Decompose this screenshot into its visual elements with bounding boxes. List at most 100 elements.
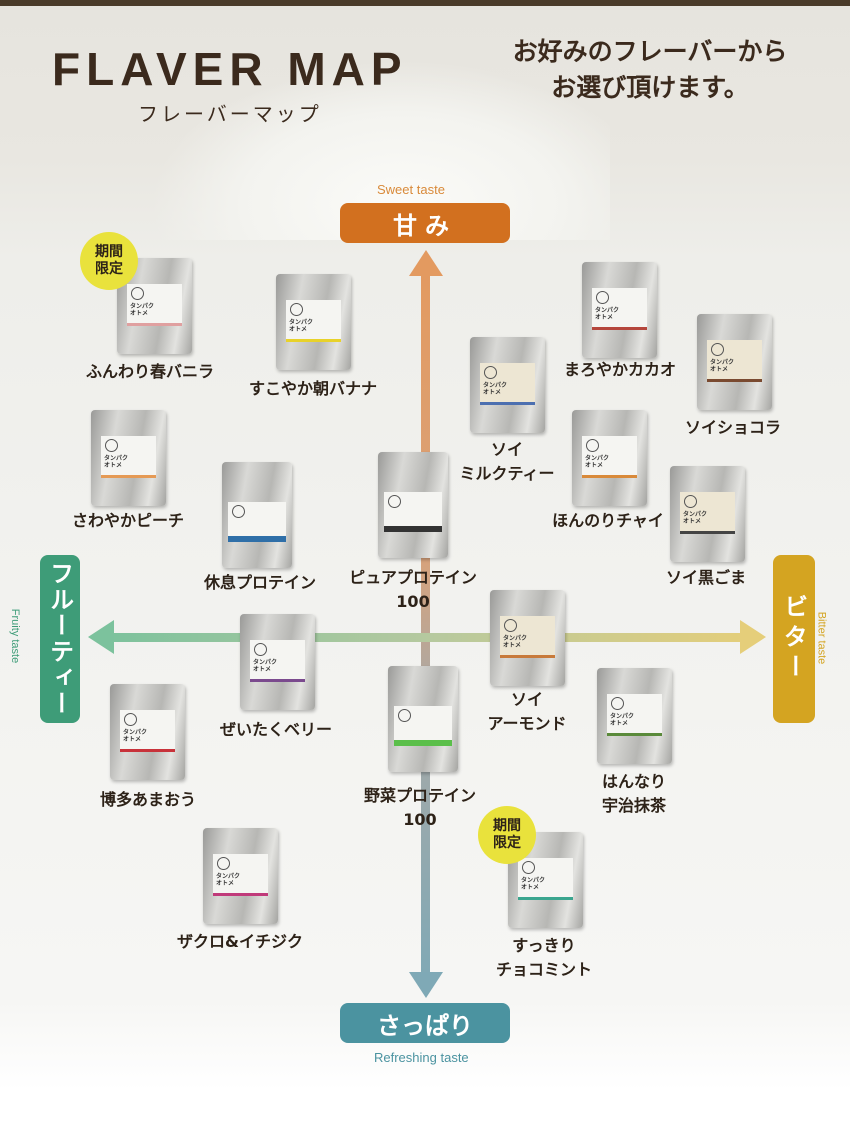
product-name: さわやかピーチ bbox=[71, 511, 185, 530]
pouch-brand-text: タンパク オトメ bbox=[216, 873, 241, 887]
mascot-face-icon bbox=[711, 343, 724, 356]
product-name: ぜいたくベリー bbox=[219, 720, 333, 739]
product-name: すこやか朝バナナ bbox=[248, 379, 378, 398]
mascot-face-icon bbox=[131, 287, 144, 300]
mascot-face-icon bbox=[388, 495, 401, 508]
product-pouch bbox=[378, 452, 448, 558]
product-pouch: タンパク オトメ bbox=[597, 668, 672, 764]
arrow-up-icon bbox=[409, 250, 443, 276]
bitter-axis-label: ビター bbox=[773, 555, 815, 723]
pouch-label: タンパク オトメ bbox=[213, 854, 268, 896]
top-bar bbox=[0, 0, 850, 6]
pouch-brand-text: タンパク オトメ bbox=[483, 382, 508, 396]
pouch-label: タンパク オトメ bbox=[582, 436, 637, 478]
product-pouch: タンパク オトメ bbox=[110, 684, 185, 780]
pouch-label: タンパク オトメ bbox=[680, 492, 735, 534]
product-pouch: タンパク オトメ bbox=[276, 274, 351, 370]
sweet-axis-label: 甘み bbox=[340, 203, 510, 243]
product-pouch: タンパク オトメ bbox=[582, 262, 657, 358]
fruity-axis-label: フルーティー bbox=[40, 555, 80, 723]
pouch-label: タンパク オトメ bbox=[286, 300, 341, 342]
pouch-label bbox=[228, 502, 286, 542]
product-pouch: タンパク オトメ bbox=[670, 466, 745, 562]
product-name: ザクロ&イチジク bbox=[177, 932, 303, 951]
product-pouch: タンパク オトメ bbox=[572, 410, 647, 506]
pouch-label: タンパク オトメ bbox=[480, 363, 535, 405]
product-pouch bbox=[388, 666, 458, 772]
product-name: ソイ黒ごま bbox=[665, 568, 747, 587]
pouch-label bbox=[394, 706, 452, 746]
product-pouch: タンパク オトメ bbox=[470, 337, 545, 433]
pouch-brand-text: タンパク オトメ bbox=[585, 455, 610, 469]
product-pouch bbox=[222, 462, 292, 568]
product-name: まろやかカカオ bbox=[563, 360, 677, 379]
pouch-brand-text: タンパク オトメ bbox=[521, 877, 546, 891]
mascot-face-icon bbox=[522, 861, 535, 874]
arrow-down-icon bbox=[409, 972, 443, 998]
limited-time-badge: 期間 限定 bbox=[478, 806, 536, 864]
pouch-brand-text: タンパク オトメ bbox=[503, 635, 528, 649]
pouch-brand-text: タンパク オトメ bbox=[710, 359, 735, 373]
pouch-label: タンパク オトメ bbox=[518, 858, 573, 900]
mascot-face-icon bbox=[504, 619, 517, 632]
mascot-face-icon bbox=[217, 857, 230, 870]
pouch-label: タンパク オトメ bbox=[592, 288, 647, 330]
page-title: FLAVER MAP bbox=[52, 43, 408, 95]
product-pouch: タンパク オトメ bbox=[240, 614, 315, 710]
product-name: ソイ ミルクティー bbox=[459, 440, 555, 483]
product-name: ソイ アーモンド bbox=[487, 690, 567, 733]
page-subtitle: フレーバーマップ bbox=[138, 102, 322, 126]
product-pouch: タンパク オトメ bbox=[490, 590, 565, 686]
product-name: 休息プロテイン bbox=[203, 573, 317, 592]
mascot-face-icon bbox=[611, 697, 624, 710]
product-name: はんなり 宇治抹茶 bbox=[601, 772, 667, 815]
sweet-en-label: Sweet taste bbox=[377, 182, 445, 197]
product-name: 野菜プロテイン 100 bbox=[363, 786, 477, 829]
pouch-label: タンパク オトメ bbox=[607, 694, 662, 736]
mascot-face-icon bbox=[586, 439, 599, 452]
mascot-face-icon bbox=[124, 713, 137, 726]
pouch-brand-text: タンパク オトメ bbox=[610, 713, 635, 727]
horizontal-axis bbox=[105, 633, 755, 642]
limited-time-badge: 期間 限定 bbox=[80, 232, 138, 290]
tagline: お好みのフレーバーからお選び頂けます。 bbox=[512, 37, 788, 102]
product-name: ピュアプロテイン 100 bbox=[349, 568, 477, 611]
product-name: ソイショコラ bbox=[684, 418, 782, 437]
pouch-brand-text: タンパク オトメ bbox=[289, 319, 314, 333]
bitter-en-label: Bitter taste bbox=[815, 611, 828, 665]
arrow-left-icon bbox=[88, 620, 114, 654]
mascot-face-icon bbox=[290, 303, 303, 316]
pouch-brand-text: タンパク オトメ bbox=[123, 729, 148, 743]
vertical-axis bbox=[421, 265, 430, 985]
pouch-label: タンパク オトメ bbox=[120, 710, 175, 752]
mascot-face-icon bbox=[596, 291, 609, 304]
mascot-face-icon bbox=[484, 366, 497, 379]
pouch-label: タンパク オトメ bbox=[500, 616, 555, 658]
pouch-label: タンパク オトメ bbox=[101, 436, 156, 478]
pouch-brand-text: タンパク オトメ bbox=[104, 455, 129, 469]
pouch-label bbox=[384, 492, 442, 532]
product-name: ふんわり春バニラ bbox=[85, 362, 215, 381]
product-name: ほんのりチャイ bbox=[552, 511, 664, 530]
pouch-label: タンパク オトメ bbox=[250, 640, 305, 682]
product-pouch: タンパク オトメ bbox=[203, 828, 278, 924]
product-pouch: タンパク オトメ bbox=[91, 410, 166, 506]
refreshing-axis-label: さっぱり bbox=[340, 1003, 510, 1043]
refreshing-en-label: Refreshing taste bbox=[374, 1050, 469, 1065]
mascot-face-icon bbox=[254, 643, 267, 656]
product-name: 博多あまおう bbox=[99, 790, 197, 809]
product-pouch: タンパク オトメ bbox=[697, 314, 772, 410]
mascot-face-icon bbox=[684, 495, 697, 508]
mascot-face-icon bbox=[398, 709, 411, 722]
mascot-face-icon bbox=[232, 505, 245, 518]
fruity-en-label: Fruity taste bbox=[9, 608, 22, 664]
pouch-brand-text: タンパク オトメ bbox=[595, 307, 620, 321]
pouch-brand-text: タンパク オトメ bbox=[253, 659, 278, 673]
arrow-right-icon bbox=[740, 620, 766, 654]
pouch-brand-text: タンパク オトメ bbox=[683, 511, 708, 525]
pouch-label: タンパク オトメ bbox=[707, 340, 762, 382]
pouch-label: タンパク オトメ bbox=[127, 284, 182, 326]
pouch-brand-text: タンパク オトメ bbox=[130, 303, 155, 317]
product-name: すっきり チョコミント bbox=[495, 936, 593, 979]
mascot-face-icon bbox=[105, 439, 118, 452]
